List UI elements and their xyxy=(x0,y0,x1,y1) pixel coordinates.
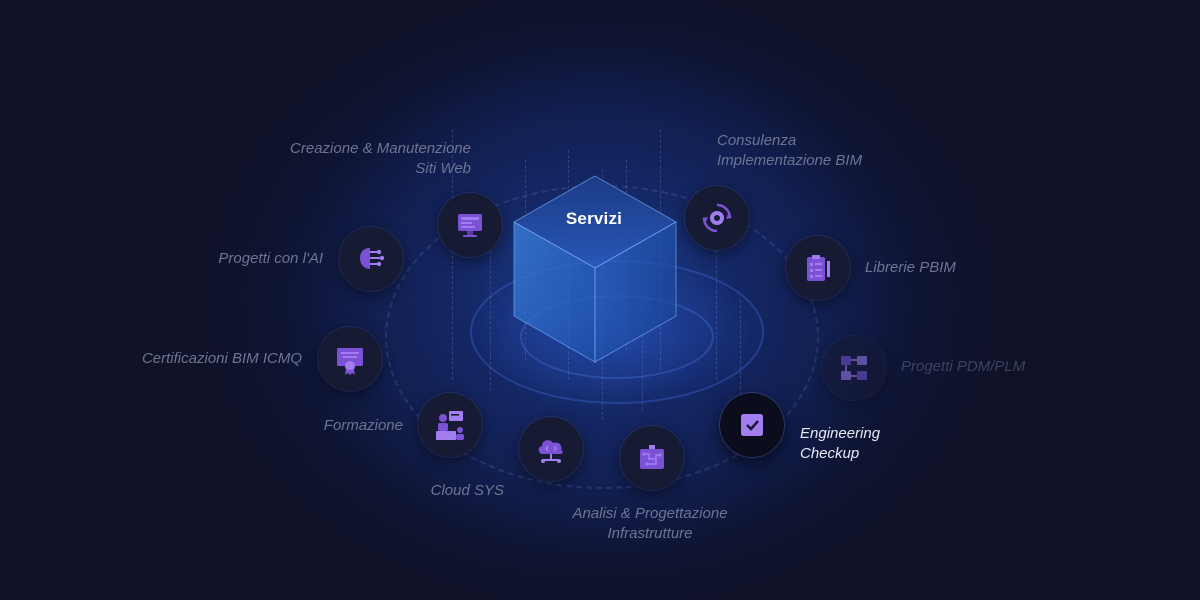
service-label-ai: Progetti con l'AI xyxy=(218,249,323,269)
dashed-guide xyxy=(716,230,717,380)
label-line1: Formazione xyxy=(323,417,403,434)
service-node-pdm-plm[interactable] xyxy=(822,336,886,400)
service-node-librerie-pbim[interactable] xyxy=(786,236,850,300)
service-node-certificazioni[interactable] xyxy=(318,327,382,391)
center-title: Servizi xyxy=(565,209,623,228)
label-line2: Infrastrutture xyxy=(607,525,693,542)
service-label-formazione: Formazione xyxy=(324,416,403,436)
service-node-consulenza-bim[interactable] xyxy=(685,186,749,250)
service-node-siti-web[interactable] xyxy=(438,193,502,257)
certificate-icon xyxy=(337,348,363,375)
dashed-guide xyxy=(642,330,643,410)
teacher-presentation-icon xyxy=(436,411,464,440)
gear-cycle-icon xyxy=(702,203,732,233)
service-node-ai[interactable] xyxy=(339,227,403,291)
label-line1: Analisi & Progettazione xyxy=(572,505,728,522)
service-node-cloud-sys[interactable] xyxy=(519,417,583,481)
cloud-code-icon xyxy=(538,440,563,463)
clipboard-checklist-icon xyxy=(807,255,830,281)
label-line1: Librerie PBIM xyxy=(865,259,956,276)
service-node-formazione[interactable] xyxy=(418,393,482,457)
service-node-engineering-checkup[interactable] xyxy=(720,393,784,457)
checkbox-checked-icon xyxy=(741,414,763,436)
service-label-siti-web: Creazione & Manutenzione Siti Web xyxy=(290,139,471,179)
dashed-guide xyxy=(740,300,741,410)
label-line1: Cloud SYS xyxy=(430,482,504,499)
label-line1: Creazione & Manutenzione xyxy=(290,140,471,157)
circuit-board-icon xyxy=(640,445,664,469)
website-monitor-icon xyxy=(458,214,482,237)
dashed-guide xyxy=(490,210,491,390)
label-line2: Checkup xyxy=(800,445,860,462)
flow-diagram-icon xyxy=(841,356,867,380)
service-label-consulenza-bim: Consulenza Implementazione BIM xyxy=(717,131,862,171)
label-line1: Progetti con l'AI xyxy=(218,250,323,267)
service-node-infrastrutture[interactable] xyxy=(620,426,684,490)
label-line1: Engineering xyxy=(800,425,881,442)
service-label-pdm-plm: Progetti PDM/PLM xyxy=(901,357,1025,377)
service-label-engineering-checkup: Engineering Checkup xyxy=(800,424,880,464)
label-line2: Siti Web xyxy=(415,160,471,177)
service-label-infrastrutture: Analisi & Progettazione Infrastrutture xyxy=(550,504,750,544)
services-cube xyxy=(512,175,678,363)
label-line1: Progetti PDM/PLM xyxy=(901,358,1026,375)
dashed-guide xyxy=(452,130,453,380)
label-line1: Consulenza xyxy=(717,132,797,149)
service-label-cloud-sys: Cloud SYS xyxy=(431,481,504,501)
service-label-certificazioni: Certificazioni BIM ICMQ xyxy=(142,349,302,369)
label-line2: Implementazione BIM xyxy=(717,152,863,169)
ai-brain-icon xyxy=(360,248,385,269)
service-label-librerie-pbim: Librerie PBIM xyxy=(865,258,956,278)
label-line1: Certificazioni BIM ICMQ xyxy=(141,350,302,367)
